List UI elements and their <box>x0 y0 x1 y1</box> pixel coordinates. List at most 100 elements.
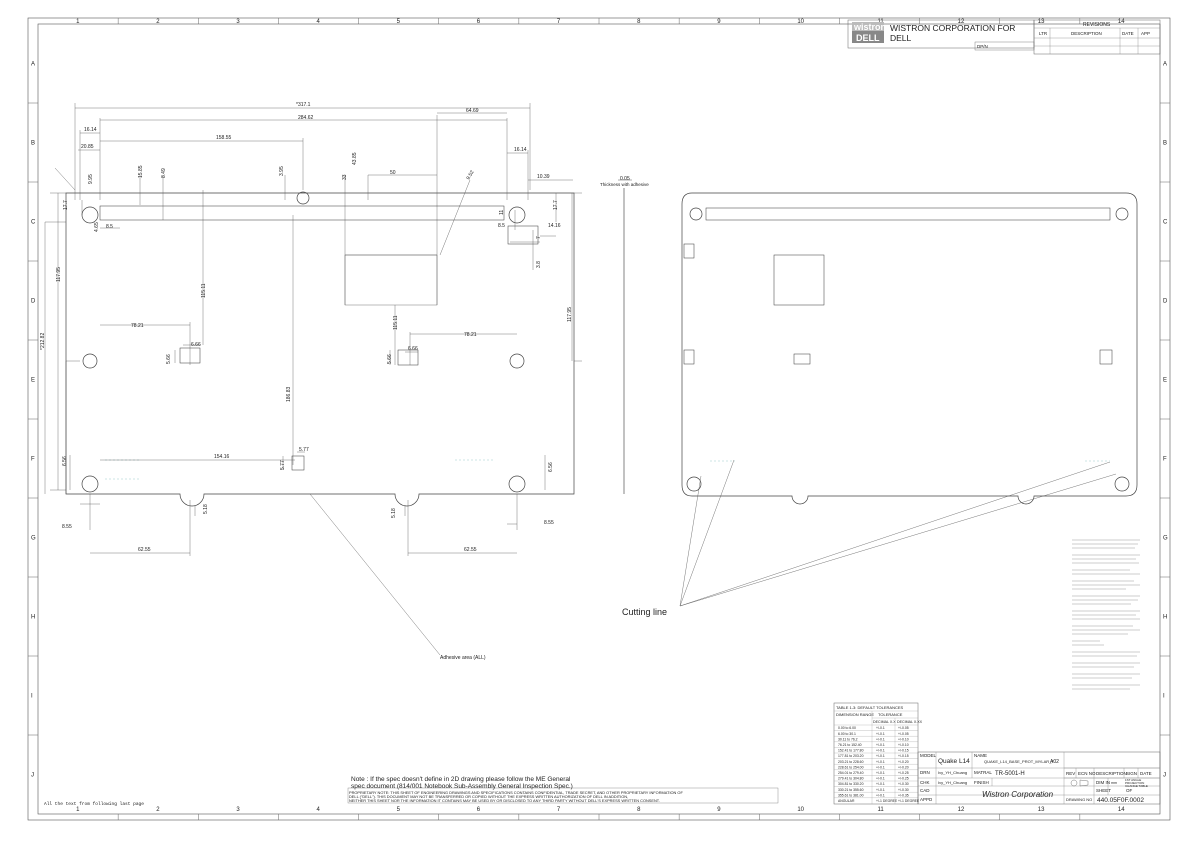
logo-wistron-bg <box>852 22 884 32</box>
revisions-title: REVISIONS <box>1083 22 1111 28</box>
tolerance-cell: +/-0.10 <box>898 737 909 741</box>
dim-text: 6.56 <box>62 456 68 466</box>
grid-row-label: A <box>31 62 35 68</box>
tolerance-cell: +/-0.25 <box>898 777 909 781</box>
drawing-no: 440.05F0F.0002 <box>1097 797 1144 804</box>
rev-col: APP <box>1141 31 1150 36</box>
finish-label: FINISH <box>974 780 989 785</box>
company-title: WISTRON CORPORATION FOR <box>890 23 1015 33</box>
dim-text: 3.95 <box>279 166 285 176</box>
dim-text: 6.56 <box>548 462 554 472</box>
tolerance-cell: +/-0.1 <box>876 726 885 730</box>
logo-wistron: wistron <box>853 22 886 32</box>
inner-frame <box>37 23 1161 815</box>
matral-value: TR-5001-H <box>995 771 1025 777</box>
tolerance-cell: +/-1 DEGREE <box>876 799 898 803</box>
tolerance-cell: +/-0.30 <box>898 788 909 792</box>
dim-text: 5.66 <box>166 354 172 364</box>
grid-column-label: 5 <box>397 807 401 813</box>
dim-text: 5.18 <box>203 504 209 514</box>
notch <box>683 349 695 365</box>
tolerance-cell: +/-0.1 <box>876 749 885 753</box>
grid-row-label: A <box>1163 62 1167 68</box>
cutting-leaders <box>679 459 1117 607</box>
tolerance-xx-header: DECIMAL X.XX <box>897 720 923 724</box>
projection-1: 1ST ANGLE <box>1125 778 1141 782</box>
dim-text: 15.85 <box>138 165 144 178</box>
tolerance-cell: +/-0.05 <box>898 726 909 730</box>
dim-text: 33 <box>342 174 348 180</box>
grid-column-label: 9 <box>717 19 721 25</box>
tolerance-cell: 304.81 to 330.20 <box>838 782 864 786</box>
mount-hole <box>1114 476 1130 492</box>
dim-text: 5.77 <box>280 460 286 470</box>
rev-col: DESCRIPTION <box>1071 31 1102 36</box>
rev-value: A02 <box>1050 759 1059 765</box>
cutting-line-label: Cutting line <box>622 607 667 617</box>
tolerance-cell: 76.21 to 152.40 <box>838 743 862 747</box>
dim-text: *317.1 <box>296 102 311 108</box>
grid-column-label: 9 <box>717 807 721 813</box>
grid-column-label: 6 <box>477 807 481 813</box>
dim-text: 16.14 <box>514 147 527 153</box>
dim-text: 78.21 <box>464 332 477 338</box>
grid-row-label: D <box>31 299 36 305</box>
dim-text: 11 <box>499 210 505 215</box>
notch <box>291 455 305 471</box>
notch <box>507 225 539 245</box>
footer-note: All the text from following last page <box>44 801 144 807</box>
center-window <box>344 254 438 306</box>
tolerance-table: TABLE 1-3: DEFAULT TOLERANCES DIMENSION … <box>833 702 923 805</box>
tolerance-cell: 152.41 to 177.80 <box>838 749 864 753</box>
dim-text: 154.16 <box>214 454 230 460</box>
tolerance-cell: +/-0.1 <box>876 777 885 781</box>
tolerance-cell: +/-0.1 <box>876 743 885 747</box>
proprietary-2: DELL ("DELL"). THIS DOCUMENT MAY NOT BE … <box>349 794 628 799</box>
dim-text: 20.85 <box>81 144 94 150</box>
corp-name: Wistron Corporation <box>982 790 1054 799</box>
tolerance-cell: +/-0.1 <box>876 771 885 775</box>
grid-row-label: G <box>1163 536 1168 542</box>
grid-row-label: H <box>31 615 35 621</box>
dim-text: 9.52 <box>466 169 476 181</box>
dim-text: 50 <box>390 170 396 176</box>
revisions-table <box>1033 19 1161 55</box>
dim-text: 8.5 <box>498 223 505 229</box>
dim-in-label: DIM IN <box>1096 780 1110 785</box>
tolerance-cell: 203.21 to 228.60 <box>838 760 864 764</box>
name-label: NAME <box>974 753 987 758</box>
tolerance-cell: +/-0.15 <box>898 754 909 758</box>
grid-column-label: 1 <box>76 807 80 813</box>
chk-label: CHK <box>920 780 930 785</box>
dim-text: 5.18 <box>391 508 397 518</box>
model-label: MODEL <box>920 753 937 758</box>
tolerance-cell: +/-0.15 <box>898 749 909 753</box>
grid-column-label: 14 <box>1118 807 1125 813</box>
tolerance-cell: 30.11 to 76.2 <box>838 737 858 741</box>
grid-row-label: J <box>31 773 34 779</box>
name-value: QUAKE_L14_BASE_PROT_MYLAR_T <box>984 759 1054 764</box>
tolerance-cell: 355.61 to 381.00 <box>838 793 864 797</box>
dim-text: 16.14 <box>84 127 97 133</box>
grid-row-label: B <box>31 141 35 147</box>
projection-symbol-icon <box>1070 779 1078 787</box>
dim-text: 6.66 <box>408 346 418 352</box>
appd-label: APPD <box>920 797 933 802</box>
dpn-label: DP/N <box>977 44 988 49</box>
grid-column-label: 8 <box>637 19 641 25</box>
dim-text: 8.55 <box>544 520 554 526</box>
tolerance-cell: +/-0.1 <box>876 754 885 758</box>
mount-hole <box>508 475 526 493</box>
mount-hole <box>508 206 526 224</box>
chk-value: Ivy_YH_Chuang <box>938 780 967 785</box>
mount-hole <box>509 353 525 369</box>
dim-text: 10.39 <box>537 174 550 180</box>
mount-hole <box>296 191 310 205</box>
dim-text: 186.83 <box>286 386 292 402</box>
projection-cone-icon <box>1079 779 1089 787</box>
notch <box>793 353 811 365</box>
tolerance-range-header: DIMENSION RANGE <box>836 712 874 717</box>
dim-text: 5.66 <box>387 354 393 364</box>
dim-text: 64.69 <box>466 108 479 114</box>
